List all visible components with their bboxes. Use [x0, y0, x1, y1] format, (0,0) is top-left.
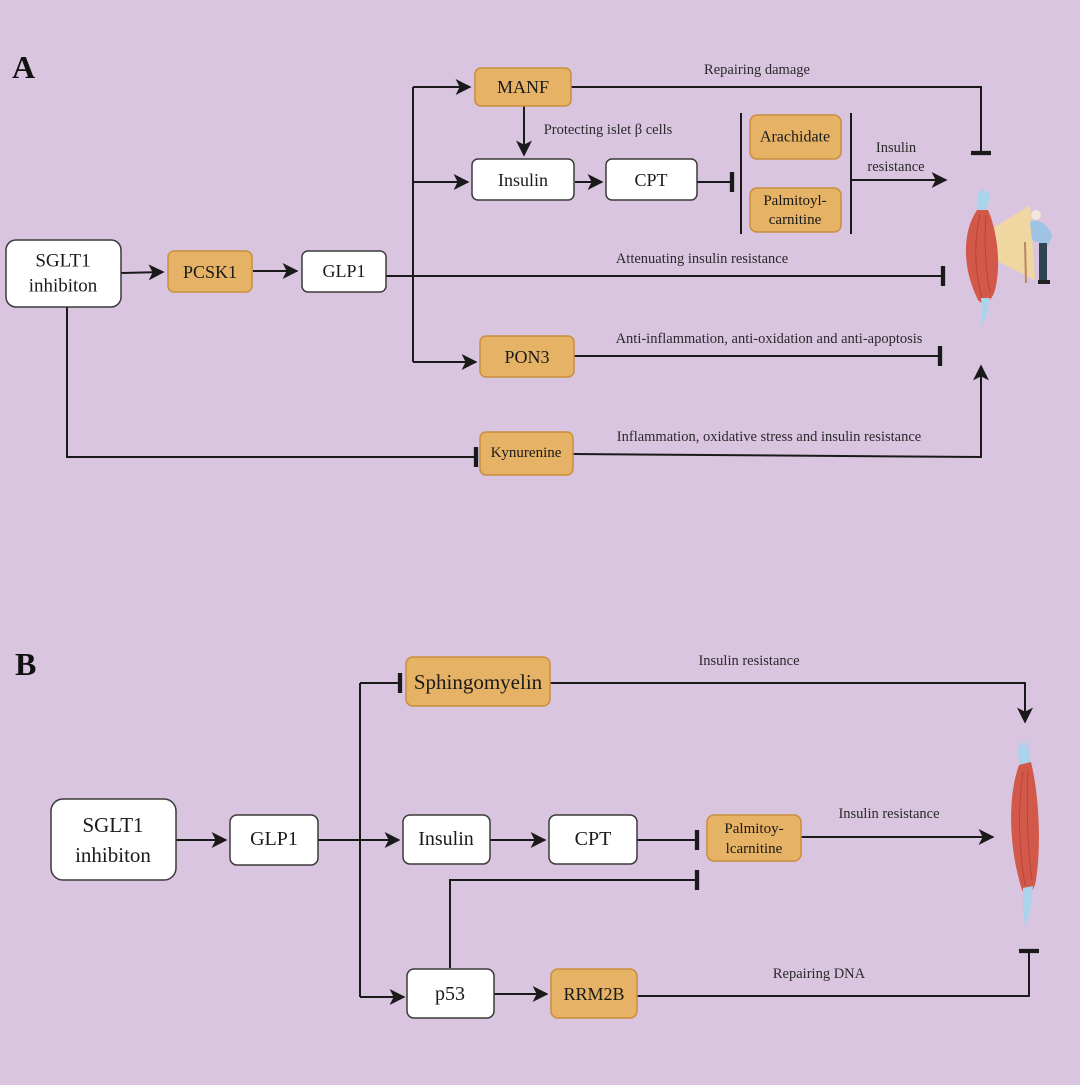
node-insulin-b: Insulin [402, 814, 491, 865]
edge-kynurenine-muscle [572, 364, 989, 459]
edge-sphingomyelin-muscle [550, 682, 1033, 724]
label-anti-inflammation: Anti-inflammation, anti-oxidation and an… [616, 331, 923, 347]
node-cpt-b: CPT [548, 814, 638, 865]
svg-text:Kynurenine: Kynurenine [491, 445, 562, 461]
panel-b: B Insulin resistance Insulin resistance … [15, 646, 1039, 1019]
svg-text:carnitine: carnitine [769, 212, 822, 228]
svg-text:Insulin: Insulin [498, 170, 548, 190]
svg-text:SGLT1: SGLT1 [35, 251, 90, 272]
label-repairing-dna: Repairing DNA [773, 966, 866, 982]
node-glp1-a: GLP1 [301, 250, 387, 293]
label-repairing-damage: Repairing damage [704, 62, 810, 78]
edge-manf-muscle [571, 86, 991, 156]
node-palmitoylcarnitine-b: Palmitoy- lcarnitine [706, 814, 802, 862]
svg-text:p53: p53 [435, 983, 465, 1005]
node-kynurenine: Kynurenine [479, 431, 574, 476]
svg-text:PCSK1: PCSK1 [183, 262, 237, 282]
panel-a: A Repairing damage Protecting islet β ce… [5, 49, 1052, 476]
node-pcsk1: PCSK1 [167, 250, 253, 293]
label-protecting-islet: Protecting islet β cells [544, 122, 673, 138]
svg-text:GLP1: GLP1 [250, 828, 298, 850]
svg-text:lcarnitine: lcarnitine [726, 841, 783, 857]
label-attenuating: Attenuating insulin resistance [616, 251, 788, 267]
svg-text:inhibiton: inhibiton [75, 843, 151, 867]
edge-sglt1-kynurenine [66, 307, 479, 467]
svg-text:RRM2B: RRM2B [563, 984, 624, 1004]
svg-text:Insulin: Insulin [418, 828, 474, 850]
label-inflammation: Inflammation, oxidative stress and insul… [617, 429, 921, 445]
svg-text:Palmitoy-: Palmitoy- [724, 821, 783, 837]
label-insulin-resistance-2: resistance [867, 159, 924, 175]
svg-text:Palmitoyl-: Palmitoyl- [763, 193, 826, 209]
muscle-elderly-person-icon [965, 188, 1052, 326]
edge-rrm2b-muscle [637, 948, 1039, 997]
panel-label-b: B [15, 646, 36, 682]
node-sglt1-a: SGLT1 inhibiton [5, 239, 122, 308]
label-insulin-resistance-top: Insulin resistance [698, 653, 799, 669]
node-cpt-a: CPT [605, 158, 698, 201]
svg-text:PON3: PON3 [504, 347, 549, 367]
node-arachidate: Arachidate [749, 114, 842, 160]
node-palmitoylcarnitine-a: Palmitoyl- carnitine [749, 187, 842, 233]
svg-text:SGLT1: SGLT1 [82, 813, 143, 837]
node-insulin-a: Insulin [471, 158, 575, 201]
svg-text:MANF: MANF [497, 77, 549, 97]
svg-text:Arachidate: Arachidate [760, 129, 830, 146]
node-rrm2b: RRM2B [550, 968, 638, 1019]
svg-text:inhibiton: inhibiton [29, 276, 98, 297]
svg-text:CPT: CPT [575, 828, 612, 850]
svg-text:CPT: CPT [634, 170, 667, 190]
node-manf: MANF [474, 67, 572, 107]
label-insulin-resistance-mid: Insulin resistance [838, 806, 939, 822]
svg-text:GLP1: GLP1 [322, 261, 365, 281]
edge-sglt1-pcsk1 [120, 264, 165, 281]
node-p53: p53 [406, 968, 495, 1019]
node-glp1-b: GLP1 [229, 814, 319, 866]
svg-text:Sphingomyelin: Sphingomyelin [414, 670, 543, 694]
node-pon3: PON3 [479, 335, 575, 378]
edge-p53-inhibit [449, 870, 700, 968]
node-sglt1-b: SGLT1 inhibiton [50, 798, 177, 881]
muscle-icon [1011, 739, 1039, 928]
panel-label-a: A [12, 49, 35, 85]
label-insulin-resistance-1: Insulin [876, 140, 917, 156]
node-sphingomyelin: Sphingomyelin [405, 656, 551, 707]
